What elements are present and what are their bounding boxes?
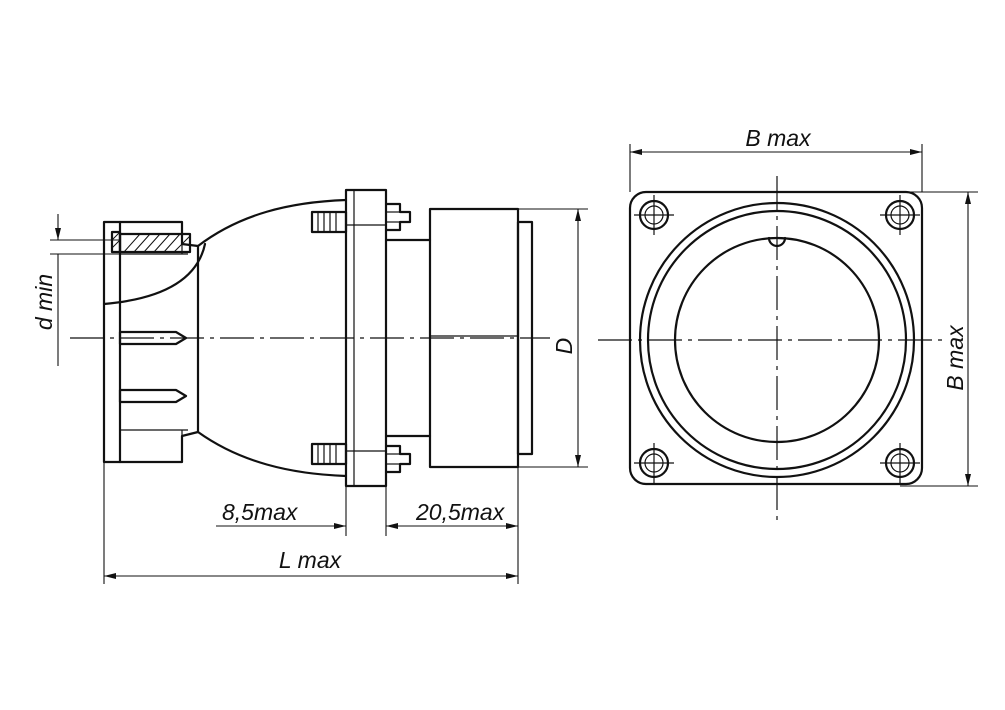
dimension-overall-length: L max — [104, 547, 518, 579]
dimension-D: D — [518, 208, 588, 468]
side-view: d min D 8,5max 20,5max L max — [31, 188, 588, 584]
mounting-hole-top-left — [634, 195, 674, 235]
flange-outline — [628, 190, 924, 486]
flange-screw-top — [310, 210, 348, 234]
body-housing — [196, 198, 348, 478]
contact-pins — [118, 330, 188, 404]
mounting-hole-bottom-left — [634, 443, 674, 483]
inner-body-curve — [102, 242, 207, 306]
flange-thickness-label: 8,5max — [222, 499, 299, 525]
dimension-flange-thickness: 8,5max — [216, 499, 346, 529]
width-top-label: B max — [745, 125, 812, 151]
flange-nut-bottom — [384, 444, 412, 474]
d-min-label: d min — [31, 274, 57, 330]
rear-nut — [102, 220, 200, 464]
flange-nut-top — [384, 202, 412, 232]
mounting-hole-bottom-right — [880, 443, 920, 483]
front-view: B max B max — [598, 125, 978, 520]
body-length-label: 20,5max — [415, 499, 506, 525]
mounting-hole-top-right — [880, 195, 920, 235]
hatched-section — [110, 230, 192, 254]
width-side-label: B max — [942, 324, 968, 391]
dimension-width-top: B max — [629, 125, 923, 192]
dimension-d-min: d min — [31, 214, 120, 366]
dimension-body-length: 20,5max — [386, 499, 518, 529]
overall-length-label: L max — [279, 547, 343, 573]
D-label: D — [551, 338, 577, 355]
flange-screw-bottom — [310, 442, 348, 466]
dimension-width-side: B max — [900, 191, 978, 487]
